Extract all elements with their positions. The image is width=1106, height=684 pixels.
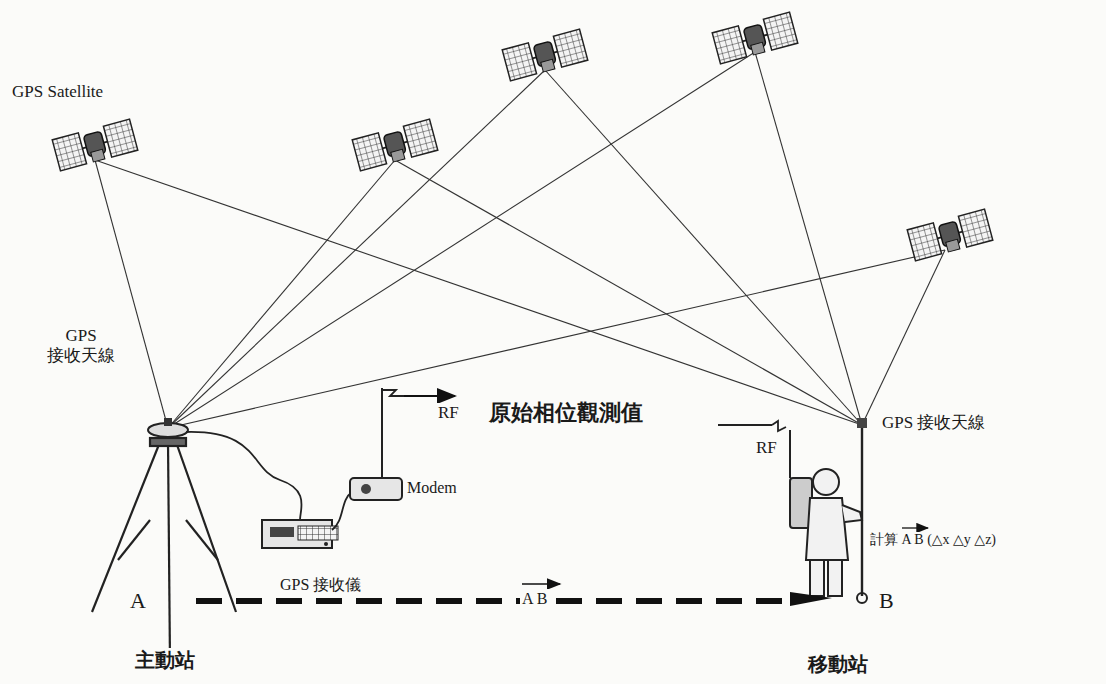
vector-arrow [522,583,560,585]
vector-arrow [902,527,928,528]
cable [332,492,352,530]
gps-satellites [52,12,993,261]
point-label: B [877,588,896,614]
rover-radio [718,421,790,478]
cable [186,432,302,520]
signal-lines [95,52,945,428]
point-marker [790,592,832,606]
radio-label: RF [754,438,779,458]
vector-label: A B [520,589,549,608]
data-link-label: 原始相位觀測值 [487,400,645,426]
baseline [196,598,786,604]
tripod [92,438,236,662]
satellite-label: GPS Satellite [10,82,105,102]
base-antenna [148,418,188,437]
station-label: 移動站 [806,652,870,676]
point-label: A [128,588,148,614]
antenna-label: GPS 接收天線 [40,326,122,367]
rover-operator [790,469,862,596]
device-label: GPS 接收儀 [278,575,363,594]
device-label: Modem [405,478,459,497]
radio-label: RF [436,403,461,423]
station-label: 主動站 [133,648,197,672]
point-marker [857,593,867,603]
gps-receiver [262,520,338,548]
computation-note: 計算 A B (△x △y △z) [868,532,998,549]
antenna-label: GPS 接收天線 [880,413,987,433]
rover-antenna [857,418,867,596]
